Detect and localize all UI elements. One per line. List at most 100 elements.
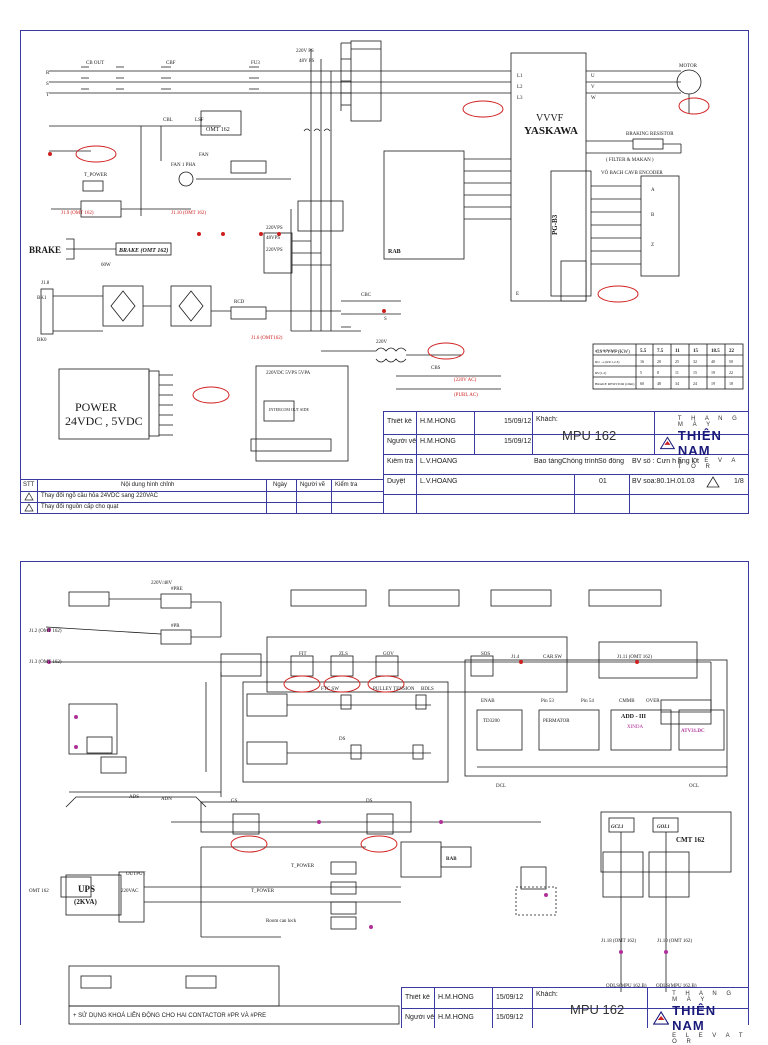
name-checker: L.V.HOÀNG [420, 458, 458, 465]
page-number: 1/8 [734, 478, 744, 485]
brand-top: T H A N G M Á Y [677, 416, 741, 428]
s2-date-designer: 15/09/12 [496, 994, 524, 1001]
table-cell: 48 [657, 381, 661, 386]
gol1-label: GOL1 [657, 825, 670, 830]
svg-text:220VPS: 220VPS [266, 248, 283, 253]
logo-mark-icon [660, 436, 675, 450]
cmt162-label: CMT 162 [676, 836, 705, 844]
s2-label-drawer: Người vẽ [405, 1014, 435, 1021]
svg-text:W: W [591, 96, 596, 101]
revision-1-icon [24, 492, 34, 501]
svg-text:J1.6 (OMT162): J1.6 (OMT162) [251, 336, 283, 341]
svg-text:CB OUT: CB OUT [86, 61, 104, 66]
svg-text:V: V [591, 85, 595, 90]
svg-text:( FILTER & MAKAN ): ( FILTER & MAKAN ) [606, 158, 654, 163]
schematic-sheet-2: J1.2 (OMT 162) J1.3 (OMT 162) 220V/48V #… [20, 561, 749, 1045]
table-header-cell: 22 [729, 349, 735, 354]
svg-text:OUTPUT: OUTPUT [126, 872, 146, 877]
table-header-cell: 5.5 [640, 349, 647, 354]
svg-text:CS VVVF (KW): CS VVVF (KW) [596, 350, 630, 355]
svg-text:FAN: FAN [199, 153, 209, 158]
name-drawer: H.M.HỒNG [420, 438, 456, 445]
svg-text:220V PS: 220V PS [296, 49, 314, 54]
svg-text:CBC: CBC [361, 293, 372, 298]
label-approver: Duyệt [387, 478, 406, 485]
bottom-label-1: Bao tảng [534, 458, 563, 465]
table-cell: 11 [675, 370, 679, 375]
inverter-name: VVVF [536, 113, 564, 124]
table-cell: BRAKE RESISTOR (Ohm) [595, 382, 635, 386]
power-circuit-diagram: J1.9 (OMT 162) J1.10 (OMT 162) J1.6 (OMT… [29, 40, 744, 462]
svg-text:VÒ BACH CAVB ENCODER: VÒ BACH CAVB ENCODER [601, 170, 663, 176]
table-cell: 5 [640, 370, 642, 375]
svg-text:ODLS(MPU 162.B): ODLS(MPU 162.B) [656, 984, 697, 989]
table-cell: 22 [729, 370, 733, 375]
svg-text:#PRE: #PRE [171, 587, 183, 592]
schematic-sheet-1: J1.9 (OMT 162) J1.10 (OMT 162) J1.6 (OMT… [20, 30, 749, 514]
svg-text:J1.18 (OMT 162): J1.18 (OMT 162) [601, 939, 636, 944]
svg-text:LSF: LSF [195, 118, 204, 123]
ups-capacity: (2KVA) [74, 898, 97, 906]
svg-text:DCL: DCL [496, 784, 506, 789]
table-header-cell: 18.5 [711, 349, 720, 354]
table-cell: 25 [675, 359, 679, 364]
svg-text:BK0: BK0 [37, 338, 47, 343]
atv-label: ATV31.DC [681, 729, 705, 734]
svg-text:CBS: CBS [431, 366, 441, 371]
svg-text:Pin 54: Pin 54 [581, 699, 594, 704]
rev-header-content: Nội dung hình chỉnh [121, 482, 175, 488]
rab-label-2: RAB [446, 857, 457, 862]
svg-text:ADS: ADS [129, 795, 139, 800]
svg-text:48V PS: 48V PS [299, 59, 315, 64]
svg-text:220V: 220V [376, 340, 388, 345]
s2-date-drawer: 15/09/12 [496, 1014, 524, 1021]
svg-text:CAR SW: CAR SW [543, 655, 562, 660]
svg-text:ZLS: ZLS [339, 652, 348, 657]
svg-text:J1.9 (OMT 162): J1.9 (OMT 162) [61, 211, 94, 216]
svg-text:BK1: BK1 [37, 296, 47, 301]
braking-resistor-label: BRAKING RESISTOR [626, 132, 674, 137]
svg-text:OMT 162: OMT 162 [29, 889, 49, 894]
table-cell: 19 [711, 381, 715, 386]
svg-text:T_POWER: T_POWER [291, 864, 315, 869]
svg-text:L2: L2 [517, 85, 523, 90]
rev-header-stt: STT [23, 482, 35, 488]
svg-text:Room can lock: Room can lock [266, 919, 297, 924]
date-designer: 15/09/12 [504, 418, 532, 425]
s2-name-designer: H.M.HỒNG [438, 994, 474, 1001]
svg-text:220VPS: 220VPS [266, 226, 283, 231]
s2-brand-top: T H A N G M Á Y [672, 991, 736, 1003]
s2-label-designer: Thiết kế [405, 994, 430, 1001]
svg-text:OCL: OCL [689, 784, 699, 789]
svg-text:FU3: FU3 [251, 61, 260, 66]
svg-text:DS: DS [339, 737, 346, 742]
s2-logo-mark-icon [653, 1010, 670, 1025]
name-designer: H.M.HỒNG [420, 418, 456, 425]
svg-text:OVER: OVER [646, 699, 660, 704]
table-header-cell: 11 [675, 349, 680, 354]
svg-text:T_POWER: T_POWER [251, 889, 275, 894]
s2-brand-sub: E L E V A T O R [672, 1033, 747, 1045]
svg-text:J1.8: J1.8 [41, 281, 50, 286]
svg-text:L1: L1 [517, 74, 523, 79]
s2-brand-name: THIÊN NAM [672, 1003, 717, 1033]
xinda-label: XINDA [627, 725, 643, 730]
gcl1-label: GCL1 [611, 825, 624, 830]
table-header-cell: CS VVVF (KW ) [595, 349, 620, 353]
table-cell: RU , a-(RU1,2,3) [595, 360, 620, 365]
svg-text:#PR: #PR [171, 624, 180, 629]
table-cell: 32 [693, 359, 697, 364]
svg-text:FTC SW: FTC SW [321, 687, 339, 692]
svg-text:220VDC 5VPS 5VPA: 220VDC 5VPS 5VPA [266, 371, 311, 376]
revision-triangle-icon [706, 476, 720, 488]
svg-text:S: S [46, 82, 49, 87]
inverter-brand: YASKAWA [524, 125, 578, 137]
brake-label: BRAKE [29, 245, 61, 255]
name-approver: L.V.HOÀNG [420, 478, 458, 485]
svg-text:Z: Z [651, 243, 654, 248]
svg-text:CBF: CBF [166, 61, 176, 66]
svg-text:R: R [46, 71, 50, 76]
title-block: Thiết kế Người vẽ Kiểm tra Duyệt H.M.HỒN… [383, 411, 749, 514]
svg-text:ENAB: ENAB [481, 699, 495, 704]
document-number: BV soa:80.1H.01.03 [632, 478, 695, 485]
